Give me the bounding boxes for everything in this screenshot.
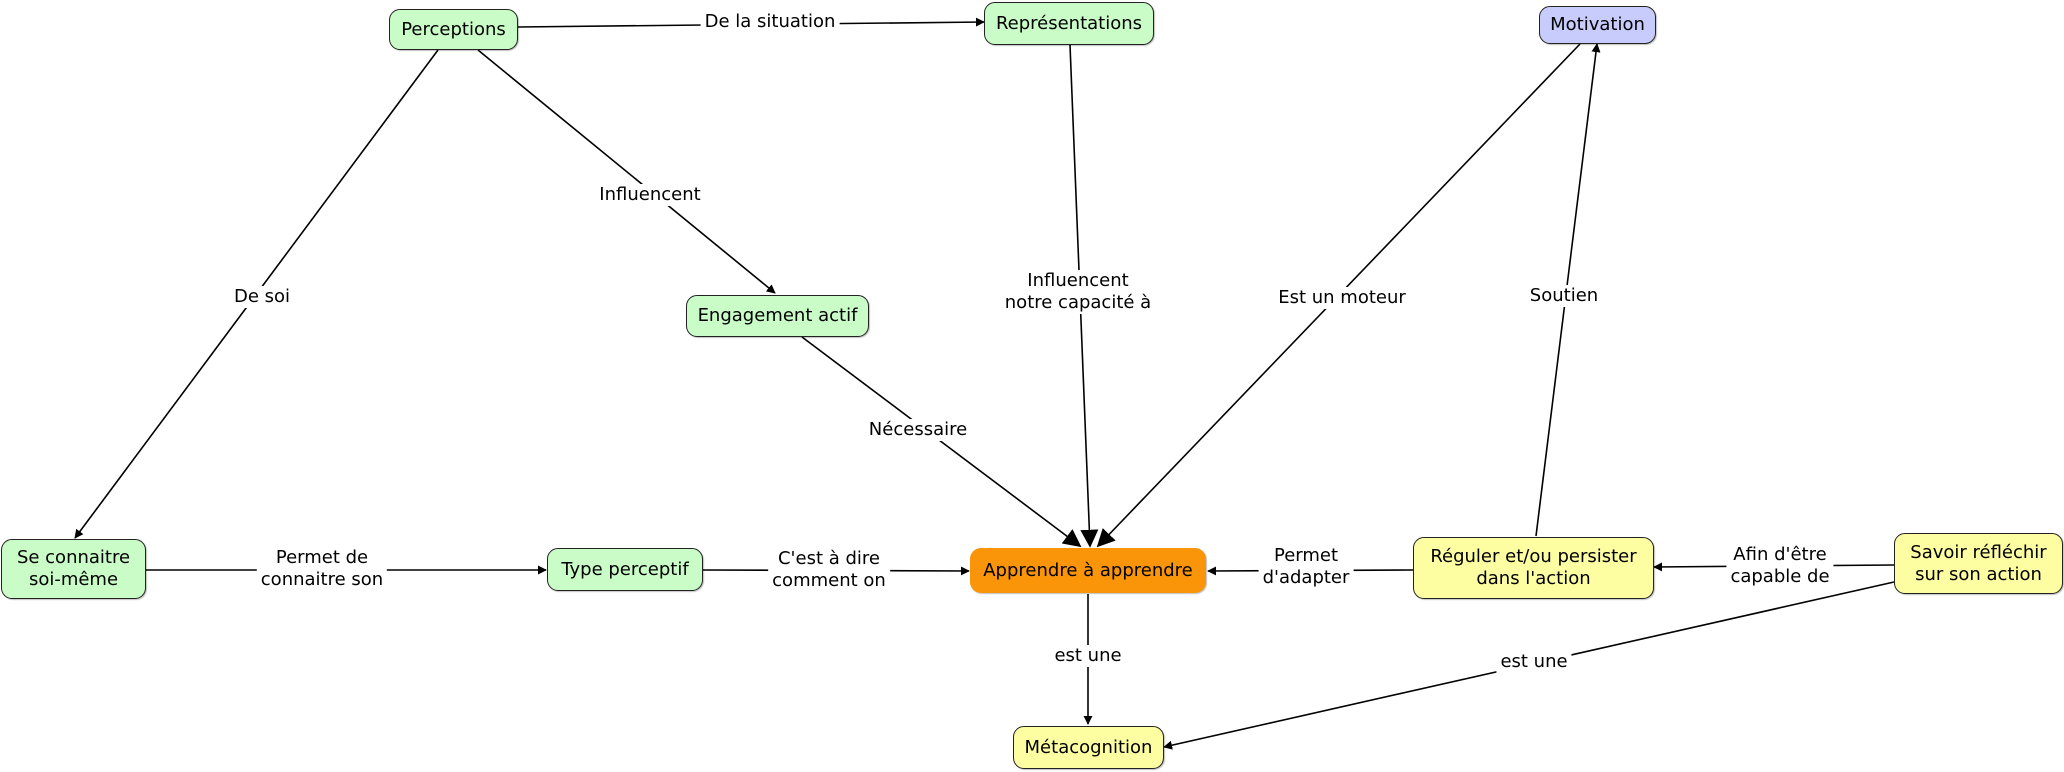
edge-label-necessaire: Nécessaire xyxy=(864,419,972,441)
edge-label-permet-connaitre: Permet de connaitre son xyxy=(256,547,388,591)
edge-label-est-une-2: est une xyxy=(1496,651,1572,673)
edge-label-influencent-capacite: Influencent notre capacité à xyxy=(1000,270,1156,314)
edge-label-cest-a-dire: C'est à dire comment on xyxy=(768,548,890,592)
node-savoir-reflechir[interactable]: Savoir réfléchir sur son action xyxy=(1894,533,2063,594)
edge-engagement-apprendre xyxy=(801,336,1082,548)
node-type-perceptif[interactable]: Type perceptif xyxy=(547,548,703,591)
node-se-connaitre-soi-meme[interactable]: Se connaitre soi-même xyxy=(1,539,146,599)
node-representations[interactable]: Représentations xyxy=(984,2,1154,45)
edge-label-est-un-moteur: Est un moteur xyxy=(1274,287,1410,309)
node-apprendre-a-apprendre[interactable]: Apprendre à apprendre xyxy=(970,548,1206,593)
edge-label-soutien: Soutien xyxy=(1525,285,1603,307)
node-perceptions[interactable]: Perceptions xyxy=(389,9,518,50)
edge-label-de-la-situation: De la situation xyxy=(700,11,840,33)
edge-label-permet-adapter: Permet d'adapter xyxy=(1258,545,1354,589)
node-motivation[interactable]: Motivation xyxy=(1539,6,1656,44)
edge-label-est-une-1: est une xyxy=(1050,645,1126,667)
edge-perceptions-engagement xyxy=(477,49,776,294)
edge-label-de-soi: De soi xyxy=(229,286,295,308)
node-metacognition[interactable]: Métacognition xyxy=(1013,726,1164,769)
node-engagement-actif[interactable]: Engagement actif xyxy=(686,295,869,337)
node-reguler-persister[interactable]: Réguler et/ou persister dans l'action xyxy=(1413,537,1654,599)
edge-label-afin-capable: Afin d'être capable de xyxy=(1726,544,1834,588)
edge-label-influencent: Influencent xyxy=(595,184,705,206)
